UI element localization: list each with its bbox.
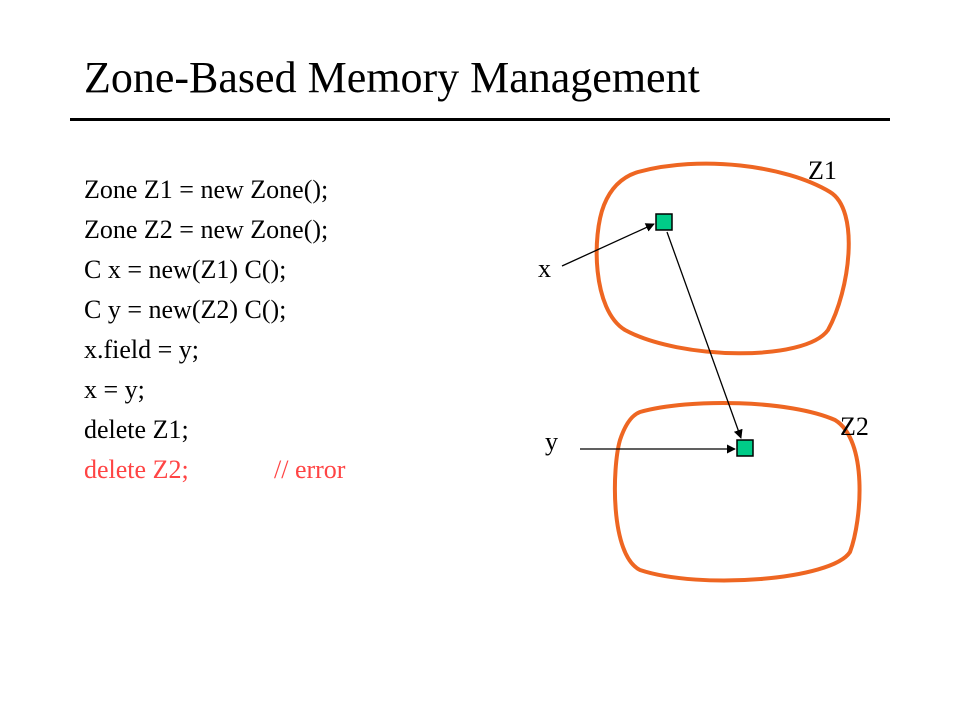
title-underline xyxy=(70,118,890,121)
code-line-text: x.field = y; xyxy=(84,335,200,364)
object-x-in-z1 xyxy=(655,213,673,231)
field-pointer-arrow xyxy=(666,231,743,439)
var-x-label: x xyxy=(538,254,551,283)
code-line-error: delete Z2; // error xyxy=(84,450,345,490)
code-block: Zone Z1 = new Zone(); Zone Z2 = new Zone… xyxy=(84,170,345,490)
code-line-text: C y = new(Z2) C(); xyxy=(84,295,287,324)
object-y-in-z2 xyxy=(736,439,754,457)
code-line: C x = new(Z1) C(); xyxy=(84,250,328,290)
code-line: x.field = y; xyxy=(84,330,328,370)
code-line-text: C x = new(Z1) C(); xyxy=(84,255,287,284)
code-line-text: delete Z1; xyxy=(84,415,189,444)
code-line: x = y; xyxy=(84,370,328,410)
code-line: delete Z1; xyxy=(84,410,328,450)
slide-title: Zone-Based Memory Management xyxy=(84,53,700,102)
code-line-text: Zone Z2 = new Zone(); xyxy=(84,215,329,244)
error-comment: // error xyxy=(274,455,346,484)
zone2-label: Z2 xyxy=(840,412,869,441)
code-line: Zone Z2 = new Zone(); xyxy=(84,210,328,250)
zone-z1-outline xyxy=(594,161,851,356)
x-pointer-arrow xyxy=(561,223,655,267)
code-line-text: delete Z2; xyxy=(84,455,189,484)
code-line: Zone Z1 = new Zone(); xyxy=(84,170,328,210)
code-line-text: x = y; xyxy=(84,375,145,404)
code-line-text: Zone Z1 = new Zone(); xyxy=(84,175,329,204)
zone-z2-outline xyxy=(612,401,862,583)
var-y-label: y xyxy=(545,427,558,456)
zone1-label: Z1 xyxy=(808,156,837,185)
code-line: C y = new(Z2) C(); xyxy=(84,290,328,330)
